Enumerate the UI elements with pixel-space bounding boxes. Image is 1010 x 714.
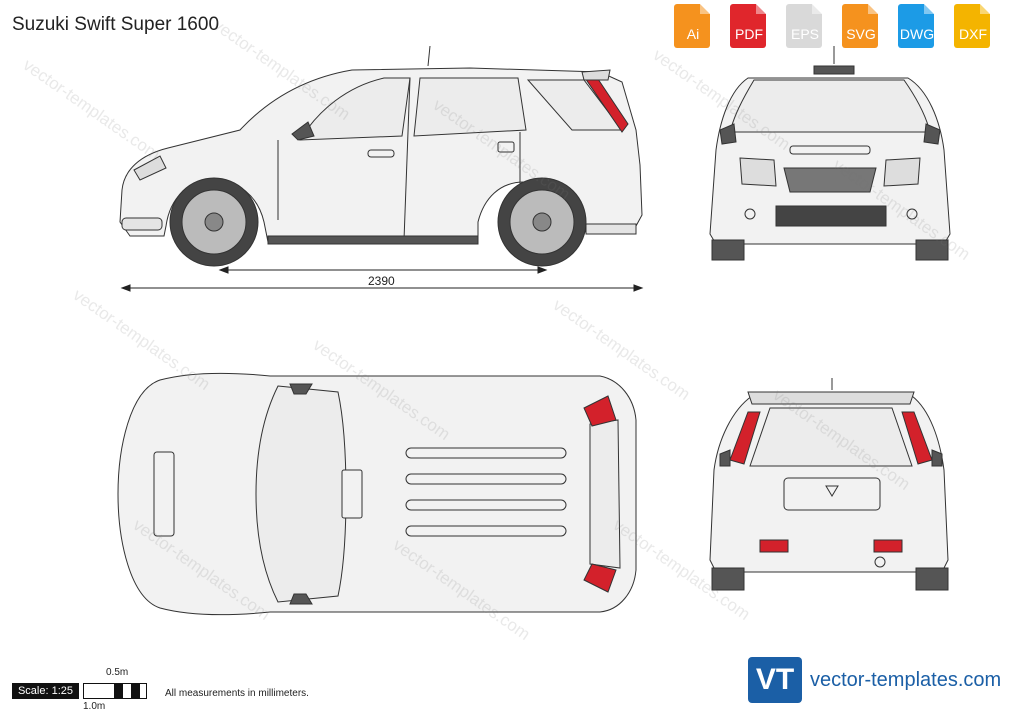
top-tail-light-lower	[583, 563, 617, 593]
rear-reflector-left	[759, 539, 789, 553]
top-roof-rib-4	[405, 525, 567, 537]
wheelbase-dimension	[120, 266, 644, 292]
page-title: Suzuki Swift Super 1600	[12, 14, 220, 35]
brand-logo-icon: VT	[748, 657, 802, 703]
side-rear-wheel	[497, 177, 587, 267]
top-rear-window	[589, 419, 621, 569]
side-door-line	[277, 132, 521, 220]
top-roof-rib-2	[405, 473, 567, 485]
format-label: SVG	[846, 26, 876, 42]
side-antenna	[427, 45, 431, 67]
front-tire-left	[711, 239, 745, 261]
format-fold	[868, 4, 878, 14]
format-pdf-icon[interactable]: PDF	[724, 4, 774, 48]
front-hood-vent	[789, 145, 871, 155]
front-windshield	[729, 79, 931, 133]
scale-bar-segment	[123, 683, 131, 699]
format-label: Ai	[686, 26, 700, 42]
format-label: DWG	[899, 26, 935, 42]
scale-bar-segment	[115, 683, 123, 699]
rear-license-area	[783, 477, 881, 511]
front-fog-left	[744, 208, 756, 220]
front-mirror-right	[923, 123, 941, 145]
rear-tire-right	[915, 567, 949, 591]
side-headlight	[133, 155, 167, 181]
format-label: EPS	[790, 26, 819, 42]
top-hood-scoop	[153, 451, 175, 537]
rear-roof-spoiler	[747, 391, 915, 405]
side-view	[119, 45, 643, 267]
side-b-pillar	[403, 77, 411, 241]
scale-bar-segment	[131, 683, 139, 699]
front-fog-right	[906, 208, 918, 220]
side-fuel-cap	[497, 141, 515, 153]
wheelbase-label: 2390	[368, 274, 395, 288]
rear-reflector-right	[873, 539, 903, 553]
side-sill	[267, 235, 479, 245]
side-front-bumper	[121, 217, 163, 231]
front-view	[709, 46, 951, 261]
front-tire-right	[915, 239, 949, 261]
format-label: DXF	[959, 26, 987, 42]
rear-view	[709, 378, 949, 591]
scale-bar	[83, 683, 147, 699]
rear-tail-light-left	[729, 411, 761, 465]
format-label: PDF	[735, 26, 763, 42]
side-roof-spoiler	[581, 69, 611, 81]
side-rear-diffuser	[585, 223, 637, 235]
top-windshield	[255, 385, 347, 603]
measurement-note: All measurements in millimeters.	[165, 688, 309, 699]
rear-badge	[825, 485, 839, 497]
rear-tow-hook	[874, 556, 886, 568]
front-headlight-left	[739, 157, 777, 187]
top-mirror-lower	[289, 593, 313, 605]
side-mirror	[291, 121, 315, 141]
top-tail-light-upper	[583, 395, 617, 427]
format-fold	[700, 4, 710, 14]
top-roof-rib-3	[405, 499, 567, 511]
brand[interactable]: VT vector-templates.com	[748, 657, 1001, 703]
format-fold	[924, 4, 934, 14]
scale-label: Scale: 1:25	[12, 683, 79, 699]
format-dwg-icon[interactable]: DWG	[892, 4, 942, 48]
rear-window	[749, 407, 913, 467]
format-fold	[756, 4, 766, 14]
brand-site: vector-templates.com	[810, 668, 1002, 691]
top-view	[117, 372, 637, 616]
format-ai-icon[interactable]: Ai	[668, 4, 718, 48]
scale-bar-segment	[83, 683, 115, 699]
rear-tail-light-right	[901, 411, 933, 465]
front-headlight-right	[883, 157, 921, 187]
top-sunroof	[341, 469, 363, 519]
front-lower-intake	[775, 205, 887, 227]
side-rear-door-window	[413, 77, 527, 137]
scale-full-label: 1.0m	[83, 701, 106, 712]
side-door-handle	[367, 149, 395, 158]
top-mirror-upper	[289, 383, 313, 395]
front-grille	[783, 167, 877, 193]
scale-bar-segment	[139, 683, 147, 699]
rear-mirror-right	[931, 449, 943, 467]
scale-half-label: 0.5m	[106, 667, 129, 678]
front-mirror-left	[719, 123, 737, 145]
format-eps-icon[interactable]: EPS	[780, 4, 830, 48]
format-icons: Ai PDF EPS SVG DWG DXF	[668, 4, 998, 48]
top-roof-rib-1	[405, 447, 567, 459]
format-fold	[980, 4, 990, 14]
format-svg-icon[interactable]: SVG	[836, 4, 886, 48]
rear-tire-left	[711, 567, 745, 591]
side-front-wheel	[169, 177, 259, 267]
top-body	[117, 372, 637, 616]
format-dxf-icon[interactable]: DXF	[948, 4, 998, 48]
rear-mirror-left	[719, 449, 731, 467]
front-roof-vent	[813, 65, 855, 75]
format-fold	[812, 4, 822, 14]
